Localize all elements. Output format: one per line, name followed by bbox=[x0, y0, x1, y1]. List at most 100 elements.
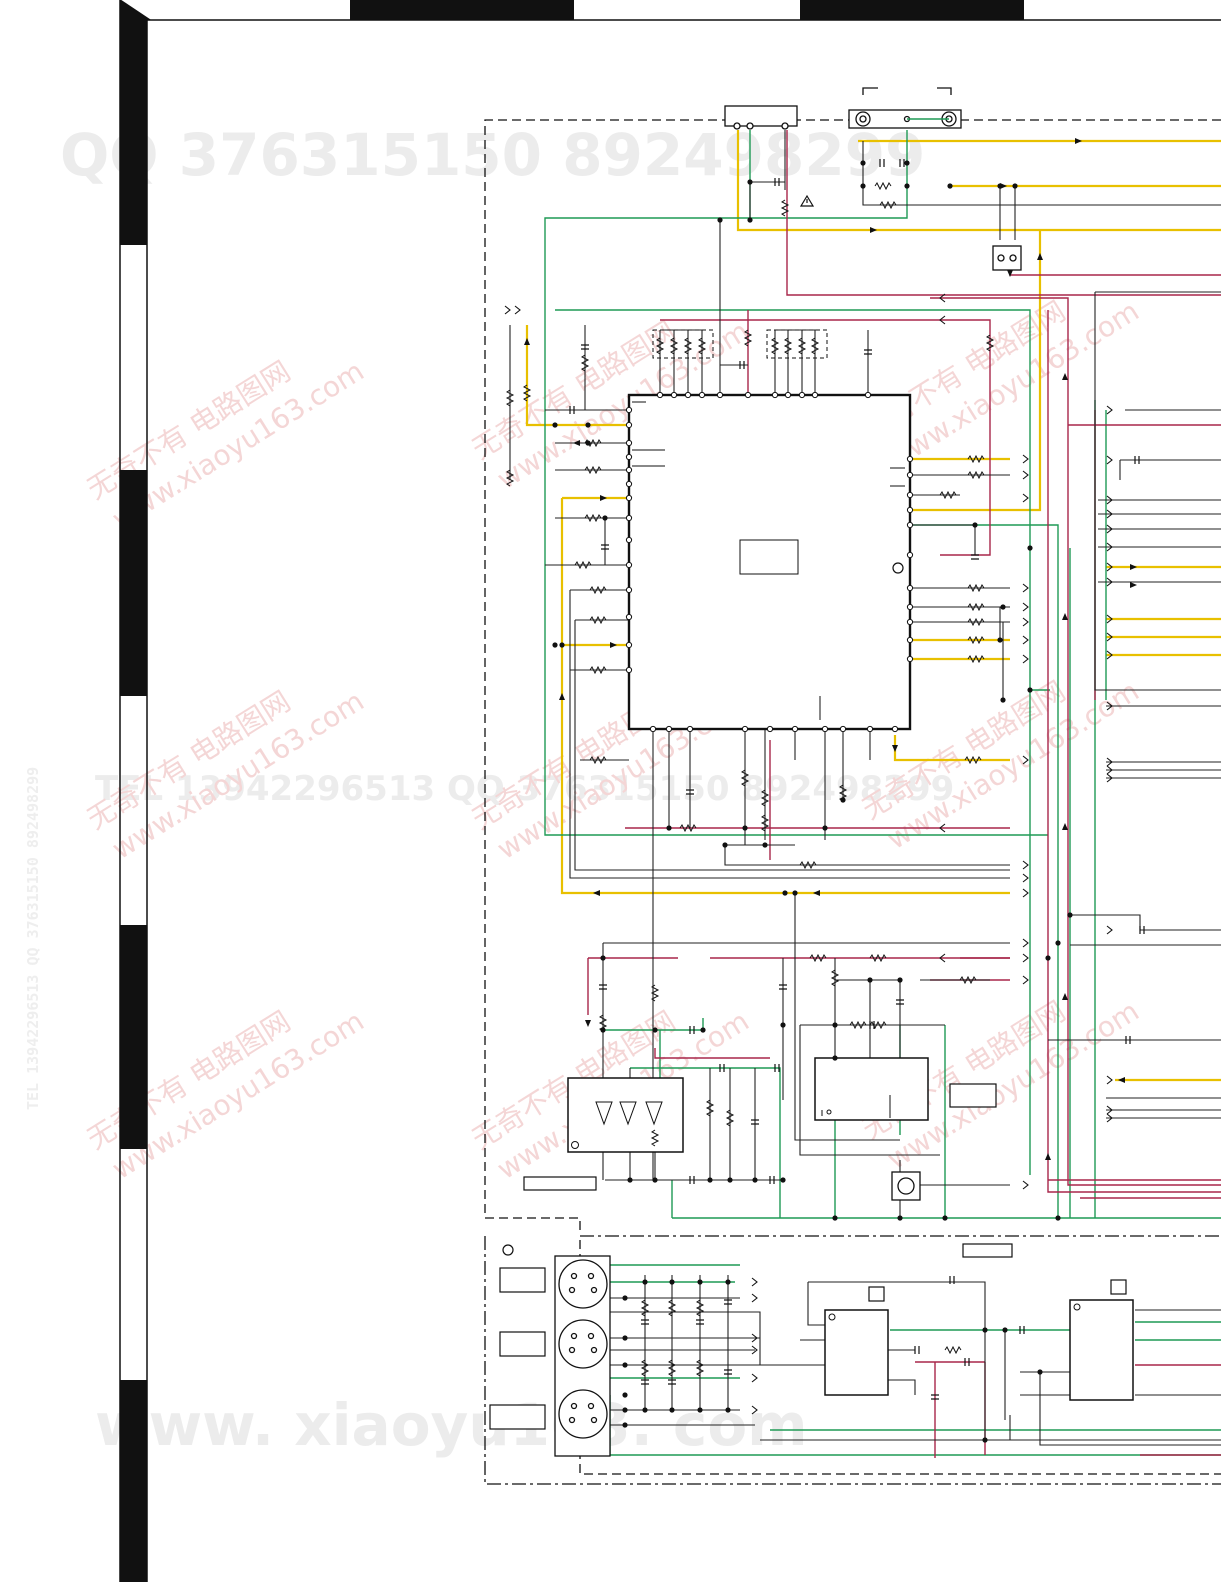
connector-mark bbox=[1106, 562, 1113, 572]
junction-dot bbox=[727, 1177, 733, 1183]
resistor bbox=[879, 200, 897, 210]
junction-dot bbox=[642, 1407, 648, 1413]
resistor bbox=[505, 389, 515, 407]
connector-mark bbox=[751, 1293, 758, 1303]
capacitor bbox=[914, 1346, 920, 1354]
resistor bbox=[780, 199, 790, 217]
junction-dot bbox=[1000, 604, 1006, 610]
junction-dot bbox=[822, 825, 828, 831]
resistor bbox=[967, 454, 985, 464]
junction-dot bbox=[622, 1295, 628, 1301]
ic-pin bbox=[625, 480, 633, 488]
connector-mark bbox=[1106, 1105, 1113, 1115]
junction-dot bbox=[1027, 545, 1033, 551]
signal-arrow bbox=[1037, 253, 1043, 260]
ic-pin bbox=[656, 391, 664, 399]
connector-mark bbox=[1022, 755, 1029, 765]
signal-arrow bbox=[1130, 564, 1137, 570]
ic-pin bbox=[744, 391, 752, 399]
connector-mark bbox=[1106, 577, 1113, 587]
ic-pin bbox=[906, 618, 914, 626]
capacitor bbox=[686, 789, 694, 795]
junction-dot bbox=[982, 1437, 988, 1443]
connector-mark bbox=[939, 293, 946, 303]
junction-dot bbox=[752, 1177, 758, 1183]
ic-pin bbox=[906, 655, 914, 663]
ic-pin bbox=[839, 725, 847, 733]
capacitor bbox=[769, 1176, 775, 1184]
ic-pin bbox=[741, 725, 749, 733]
ic-pin bbox=[684, 391, 692, 399]
ic-pin bbox=[906, 584, 914, 592]
resistor bbox=[874, 181, 892, 191]
connector-mark bbox=[751, 1333, 758, 1343]
connector-mark bbox=[1022, 635, 1029, 645]
connector-mark bbox=[1022, 654, 1029, 664]
ac-jack bbox=[848, 87, 962, 129]
transistor bbox=[891, 1171, 921, 1201]
resistor bbox=[959, 975, 977, 985]
resistor bbox=[964, 755, 982, 765]
watermark-middle: TEL 13942296513 QQ 376315150 892498299 bbox=[95, 769, 954, 809]
signal-arrow bbox=[1007, 270, 1013, 277]
junction-dot bbox=[947, 183, 953, 189]
connector-mark bbox=[1022, 493, 1029, 503]
junction-dot bbox=[742, 825, 748, 831]
junction-dot bbox=[832, 1055, 838, 1061]
warning-icon bbox=[799, 194, 815, 207]
resistor bbox=[705, 1099, 715, 1117]
junction-dot bbox=[832, 1215, 838, 1221]
resistor bbox=[770, 337, 780, 355]
signal-arrow bbox=[1062, 993, 1068, 1000]
capacitor bbox=[1139, 926, 1145, 934]
signal-arrow bbox=[585, 1020, 591, 1027]
ic-pin bbox=[864, 391, 872, 399]
junction-dot bbox=[1012, 183, 1018, 189]
connector-mark bbox=[1106, 614, 1113, 624]
green-traces bbox=[544, 118, 1221, 1456]
junction-dot bbox=[860, 160, 866, 166]
capacitor bbox=[1125, 1036, 1131, 1044]
resistor bbox=[655, 337, 665, 355]
capacitor bbox=[689, 1026, 695, 1034]
capacitor bbox=[964, 1358, 970, 1366]
connector-mark bbox=[751, 1277, 758, 1287]
junction-dot bbox=[897, 1215, 903, 1221]
lower-ic-right bbox=[1069, 1279, 1134, 1401]
ic-pin bbox=[670, 391, 678, 399]
junction-dot bbox=[725, 1407, 731, 1413]
junction-dot bbox=[642, 1279, 648, 1285]
resistor bbox=[584, 513, 602, 523]
resistor bbox=[967, 470, 985, 480]
ic-pin bbox=[625, 561, 633, 569]
junction-dot bbox=[792, 890, 798, 896]
resistor bbox=[679, 823, 697, 833]
junction-dot bbox=[904, 160, 910, 166]
resistor bbox=[697, 337, 707, 355]
signal-arrow bbox=[870, 227, 877, 233]
resistor bbox=[667, 1299, 677, 1317]
ic-pin bbox=[811, 391, 819, 399]
resistor bbox=[725, 1109, 735, 1127]
ic-pin bbox=[716, 391, 724, 399]
junction-dot bbox=[622, 1335, 628, 1341]
resistor bbox=[650, 984, 660, 1002]
junction-dot bbox=[1002, 1327, 1008, 1333]
connector-mark bbox=[1106, 773, 1113, 783]
resistor bbox=[743, 329, 753, 347]
resistor bbox=[584, 438, 602, 448]
ic-pin bbox=[798, 391, 806, 399]
resistor bbox=[799, 860, 817, 870]
capacitor bbox=[668, 1379, 676, 1385]
signal-arrow bbox=[1118, 1077, 1125, 1083]
resistor bbox=[838, 784, 848, 802]
connector-mark bbox=[1022, 953, 1029, 963]
connector-mark bbox=[1106, 765, 1113, 775]
junction-dot bbox=[707, 1177, 713, 1183]
capacitor bbox=[569, 406, 575, 414]
capacitor bbox=[779, 984, 787, 990]
ic-pin bbox=[686, 725, 694, 733]
junction-dot bbox=[717, 217, 723, 223]
junction-dot bbox=[972, 522, 978, 528]
signal-arrow bbox=[1075, 138, 1082, 144]
